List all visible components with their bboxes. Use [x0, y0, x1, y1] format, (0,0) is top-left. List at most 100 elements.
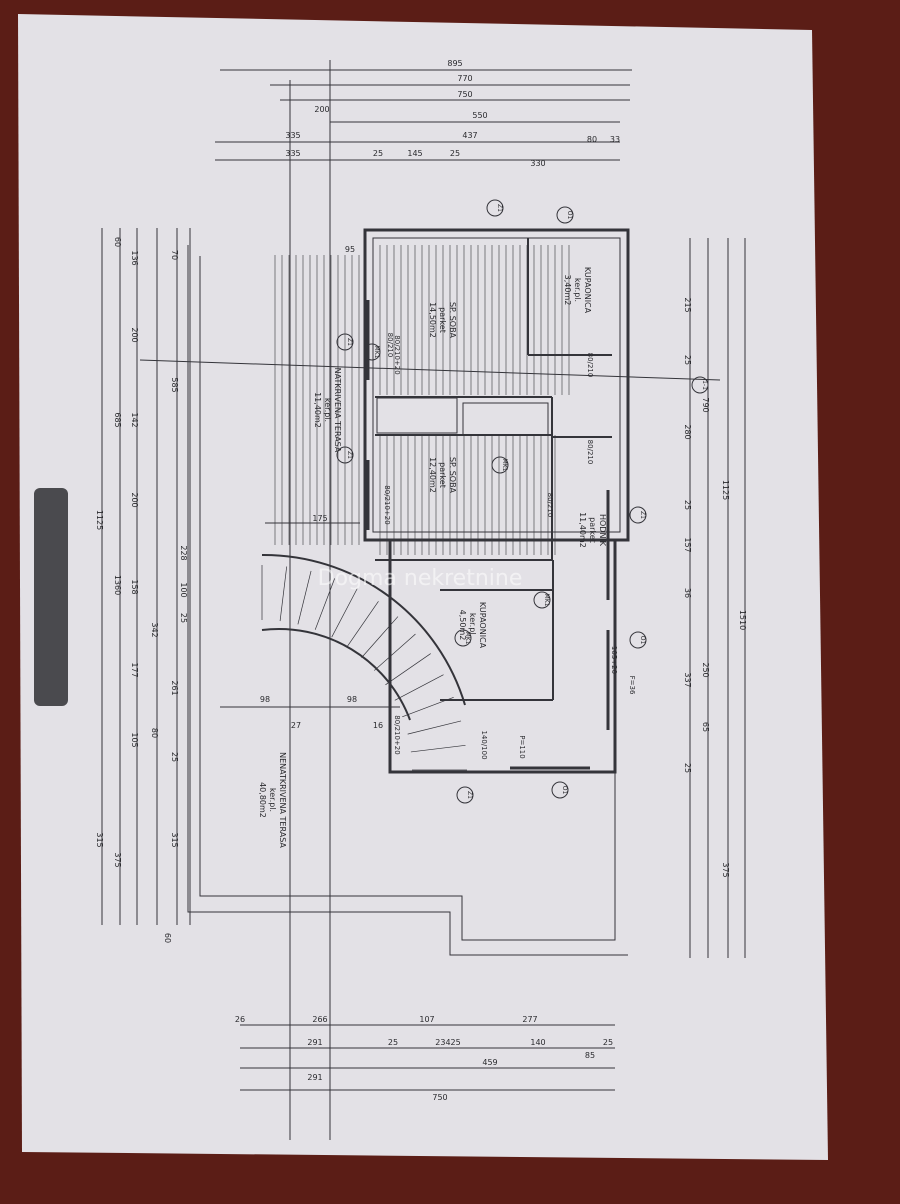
marker-label: MK1: [543, 594, 550, 607]
marker-circle: [456, 786, 474, 804]
dimension-label-left: 1125: [95, 510, 104, 530]
section-line-1-1: [139, 359, 721, 381]
opening-label: 80/210: [546, 493, 554, 518]
dimension-label-bottom: 140: [530, 1038, 545, 1047]
dimension-label-left: 342: [150, 622, 159, 637]
opening-label: 105+20: [610, 646, 618, 674]
dimension-label-bottom: 107: [419, 1015, 434, 1024]
marker-label: Z1: [346, 451, 353, 459]
room-floor: ker.pl.: [268, 788, 277, 812]
dimension-label-bottom: 23425: [435, 1038, 460, 1047]
dimension-label-left: 315: [170, 832, 179, 847]
dimension-label-bottom: 26: [235, 1015, 245, 1024]
marker-label: Z1: [639, 511, 646, 519]
dimension-label-right: 1125: [721, 480, 730, 500]
marker-circle: [629, 506, 647, 524]
dimension-label-right: 25: [683, 763, 692, 773]
marker-label: O1: [561, 786, 568, 795]
dimension-label-bottom: 25: [388, 1038, 398, 1047]
dimension-label-right: 250: [701, 662, 710, 677]
building-wall-lower: [388, 540, 617, 774]
stair-tread: [374, 633, 416, 671]
room-name: NENATKRIVENA TERASA: [278, 752, 287, 848]
marker-circle: [691, 376, 709, 394]
marker-label: Z1: [496, 204, 503, 212]
room-area: 40,80m2: [258, 782, 267, 818]
dimension-label-left: 585: [170, 377, 179, 392]
dimension-label-interior: 16: [373, 721, 383, 730]
room-floor: ker.pl.: [468, 613, 477, 637]
dimension-label-bottom: 266: [312, 1015, 327, 1024]
dimension-label-left: 105: [130, 732, 139, 747]
marker-label: MK1: [501, 459, 508, 472]
dimension-label-right: 65: [701, 722, 710, 732]
binder-tab: [34, 488, 68, 706]
marker-label: O1: [566, 211, 573, 220]
stair-tread: [297, 570, 312, 625]
dimension-label-right: 790: [701, 397, 710, 412]
dimension-label-top: 770: [457, 74, 472, 83]
room-name: SP. SOBA: [448, 302, 457, 339]
room-area: 12,40m2: [428, 457, 437, 493]
marker-label: 1-1: [701, 380, 708, 390]
opening-label: 80/210: [586, 440, 594, 465]
room-name: SP. SOBA: [448, 457, 457, 494]
dimension-label-top: 80: [587, 135, 597, 144]
stair-tread: [361, 616, 399, 658]
marker-label: O1: [639, 636, 646, 645]
paper-sheet: [18, 14, 828, 1160]
dimension-label-top: 437: [462, 131, 477, 140]
marker-label: MK1: [373, 346, 380, 359]
dimension-label-right: 36: [683, 588, 692, 598]
dimension-label-right: 215: [683, 297, 692, 312]
dimension-label-top: 145: [407, 149, 422, 158]
dimension-label-right: 1510: [738, 610, 747, 630]
dimension-label-right: 337: [683, 672, 692, 687]
dimension-label-bottom: 291: [307, 1073, 322, 1082]
dimension-label-right: 25: [683, 355, 692, 365]
dimension-label-interior: 27: [291, 721, 301, 730]
dimension-label-bottom: 277: [522, 1015, 537, 1024]
marker-circle: [486, 199, 504, 217]
stair-tread: [402, 696, 454, 718]
stair-tread: [394, 674, 444, 701]
dimension-label-left: 136: [130, 250, 139, 265]
dimension-label-left: 60: [163, 933, 172, 943]
dimension-label-bottom: 291: [307, 1038, 322, 1047]
room-area: 11,40m2: [313, 392, 322, 428]
marker-label: MK1: [464, 632, 471, 645]
dimension-label-right: 375: [721, 862, 730, 877]
dimension-label-top: 750: [457, 90, 472, 99]
dimension-label-left: 1360: [113, 575, 122, 595]
dimension-label-top: 895: [447, 59, 462, 68]
terrace-outline: [199, 256, 616, 941]
dimension-label-right: 25: [683, 500, 692, 510]
marker-circle: [336, 446, 354, 464]
room-area: 3,40m2: [563, 275, 572, 306]
dimension-label-top: 25: [450, 149, 460, 158]
dimension-label-top: 200: [314, 105, 329, 114]
dimension-label-left: 25: [179, 613, 188, 623]
dimension-label-left: 100: [179, 582, 188, 597]
dimension-label-left: 70: [170, 250, 179, 260]
room-area: 4,50m2: [458, 610, 467, 641]
dimension-label-left: 200: [130, 492, 139, 507]
dimension-label-top: 33: [610, 135, 620, 144]
wardrobe: [462, 402, 549, 436]
stair-tread: [407, 720, 462, 735]
opening-label: F=36: [628, 676, 636, 695]
dimension-label-left: 177: [130, 662, 139, 677]
dimension-label-left: 80: [150, 728, 159, 738]
marker-circle: [551, 781, 569, 799]
marker-circle: [491, 456, 509, 474]
dimension-label-left: 228: [179, 545, 188, 560]
building-wall-inner: [372, 237, 621, 533]
dimension-label-bottom: 750: [432, 1093, 447, 1102]
marker-circle: [336, 333, 354, 351]
dimension-label-top: 25: [373, 149, 383, 158]
dimension-label-top: 330: [530, 159, 545, 168]
dimension-label-left: 25: [170, 752, 179, 762]
stair-tread: [410, 744, 466, 753]
